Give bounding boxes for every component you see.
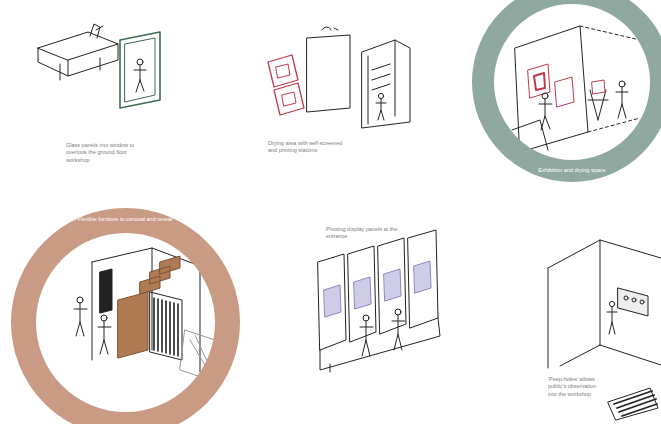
ring-caption-text: Flexible furniture to conceal and reveal [69, 216, 181, 223]
ring-caption: Exhibition and drying space [472, 0, 661, 182]
ring [23, 220, 227, 424]
sketch-caption: Pivoting display panels at the entrance [326, 226, 408, 241]
sketch-caption: 'Peep-holes' allows public's observation… [548, 376, 602, 398]
sketch-caption: Drying area with self-screened and print… [268, 140, 344, 155]
desk-window-sketch [38, 24, 160, 108]
ring-caption: Flexible furniture to conceal and reveal [11, 208, 240, 424]
ring-outline [472, 0, 661, 182]
peep-hole-sketch [548, 240, 661, 420]
sketch-caption: Glass panels into window to overlook the… [66, 142, 148, 164]
ring-caption-text: Exhibition and drying space [527, 167, 617, 174]
drying-area-sketch [268, 27, 410, 128]
furniture-sketch [74, 248, 215, 380]
display-panels-sketch [318, 230, 440, 372]
ring-outline [11, 208, 240, 424]
ring [483, 0, 661, 171]
